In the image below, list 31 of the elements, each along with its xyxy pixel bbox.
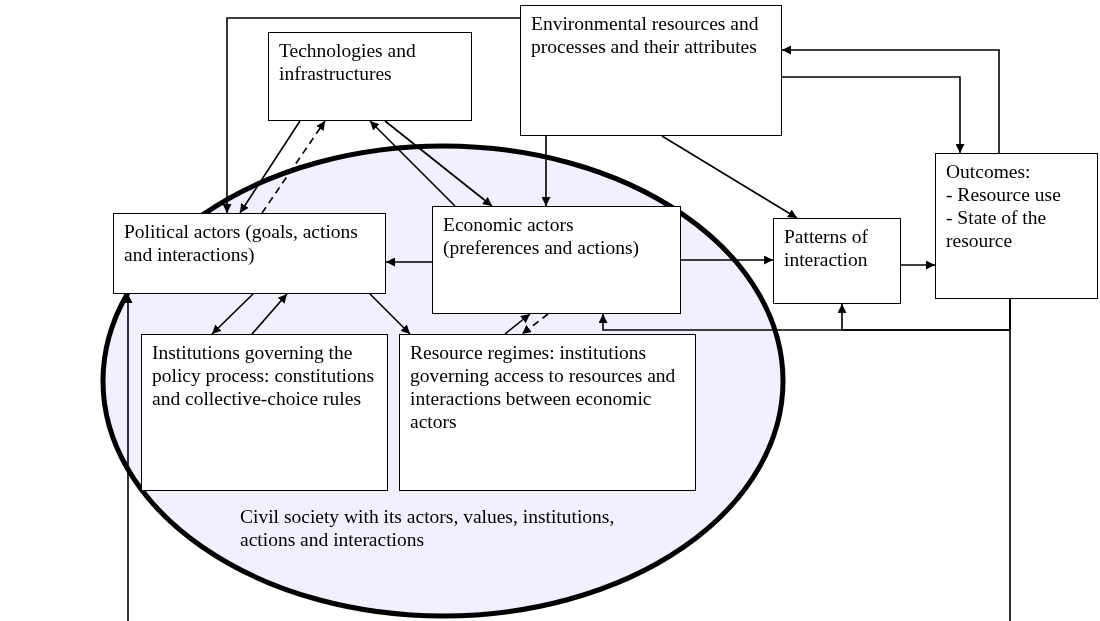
- arrow: [680, 255, 774, 265]
- arrow: [521, 313, 549, 335]
- arrow: [123, 293, 133, 621]
- process-box: Environmental resources and processes and their attributes: [520, 5, 782, 136]
- process-box: Political actors (goals, actions and interactions): [113, 213, 386, 294]
- region-label: Civil society with its actors, values, institutions, actions and interactions: [240, 505, 616, 551]
- arrow: [239, 120, 301, 214]
- arrow: [504, 313, 531, 335]
- arrow: [781, 45, 1000, 154]
- arrow: [384, 120, 493, 207]
- arrow: [369, 293, 411, 335]
- box-text: Outcomes:: [946, 160, 1032, 183]
- process-box: Resource regimes: institutions governing access to resources and interactions between economic actors: [399, 334, 696, 491]
- box-text: - Resource use: [946, 183, 1062, 206]
- arrow: [251, 293, 288, 335]
- process-box: Economic actors (preferences and actions): [432, 206, 681, 314]
- arrow: [369, 120, 456, 207]
- arrow: [261, 120, 326, 214]
- process-box: Patterns of interaction: [773, 218, 901, 304]
- process-box: Technologies and infrastructures: [268, 32, 472, 121]
- box-text: - State of the resource: [946, 206, 1048, 252]
- arrow: [661, 135, 798, 219]
- arrow: [222, 17, 521, 214]
- ellipse-region: [100, 143, 786, 619]
- arrow: [781, 76, 965, 154]
- process-box: [935, 153, 1098, 299]
- arrow: [211, 293, 254, 335]
- arrow: [541, 135, 551, 207]
- arrow: [385, 257, 433, 267]
- arrow: [900, 260, 936, 270]
- process-box: Institutions governing the policy process: constitutions and collective-choice rules: [141, 334, 388, 491]
